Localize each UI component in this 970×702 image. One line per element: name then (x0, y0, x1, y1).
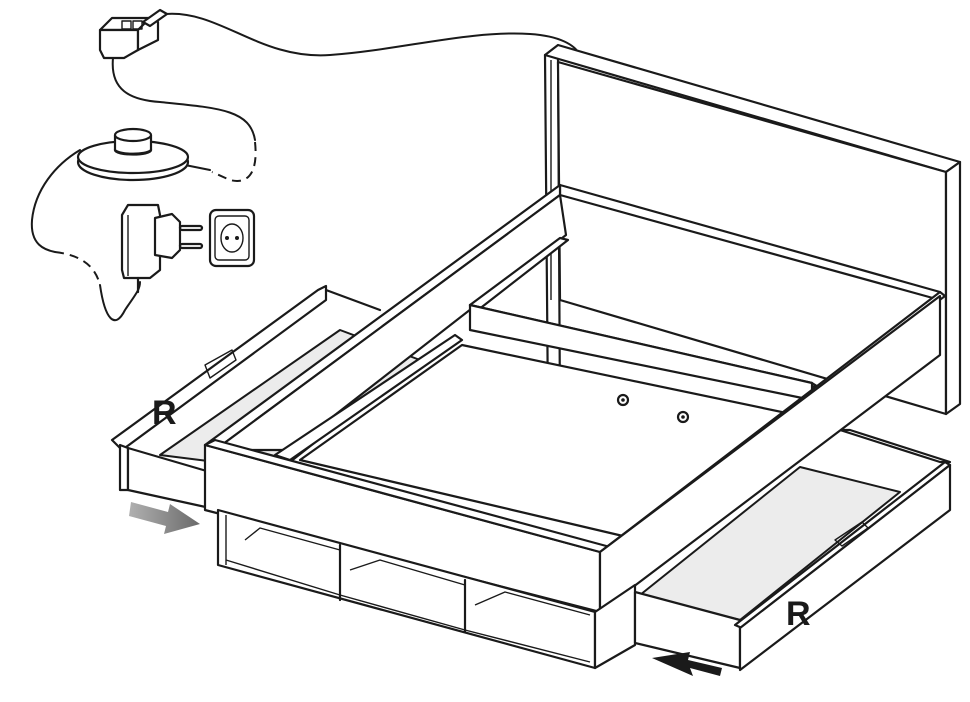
drawer-right-label: R (786, 595, 811, 633)
drawer-right (633, 460, 952, 672)
drawer-left-label: R (152, 394, 177, 432)
wall-socket-icon (208, 208, 256, 268)
arrow-right-icon (129, 502, 200, 534)
drawer-right-back (838, 428, 952, 464)
foot-switch-icon (76, 127, 190, 182)
arrow-left-icon (652, 652, 722, 676)
cable (30, 12, 581, 322)
connector-block-icon (98, 8, 169, 60)
bed-frame (203, 183, 947, 670)
power-adapter-icon (120, 203, 204, 294)
bolt-icon (616, 393, 690, 424)
